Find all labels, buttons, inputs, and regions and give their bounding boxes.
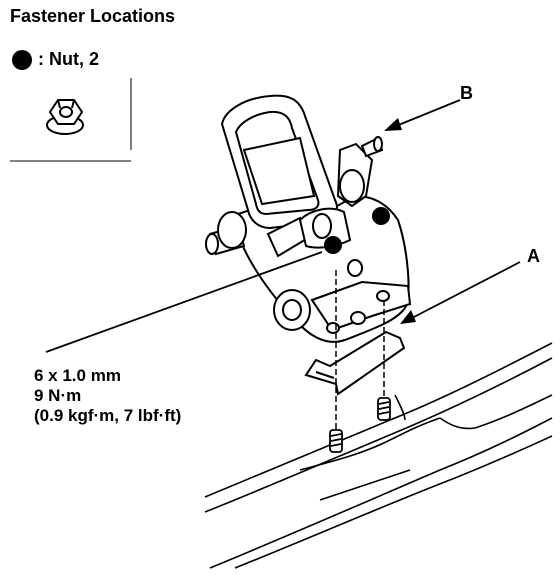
nut-marker-left (324, 236, 342, 254)
nut-marker-right (372, 207, 390, 225)
nut-markers (324, 207, 390, 254)
legend-label: : Nut, 2 (38, 49, 99, 69)
spec-torque: 9 N·m (34, 386, 82, 405)
bolt-centerlines (335, 270, 385, 430)
diagram-title: Fastener Locations (10, 6, 176, 26)
callout-a: A (527, 246, 540, 266)
spec-size: 6 x 1.0 mm (34, 366, 121, 385)
mounting-studs (329, 397, 391, 453)
spec-torque-alt: (0.9 kgf·m, 7 lbf·ft) (34, 406, 182, 425)
callout-b: B (460, 83, 473, 103)
cable-bracket (304, 330, 406, 396)
hood-latch (205, 94, 412, 343)
body-panel (204, 342, 553, 569)
leader-lines (45, 99, 521, 353)
black-dot-icon (12, 50, 32, 70)
legend-box (10, 78, 132, 162)
arrowheads (384, 118, 416, 324)
nut-icon (46, 99, 84, 135)
